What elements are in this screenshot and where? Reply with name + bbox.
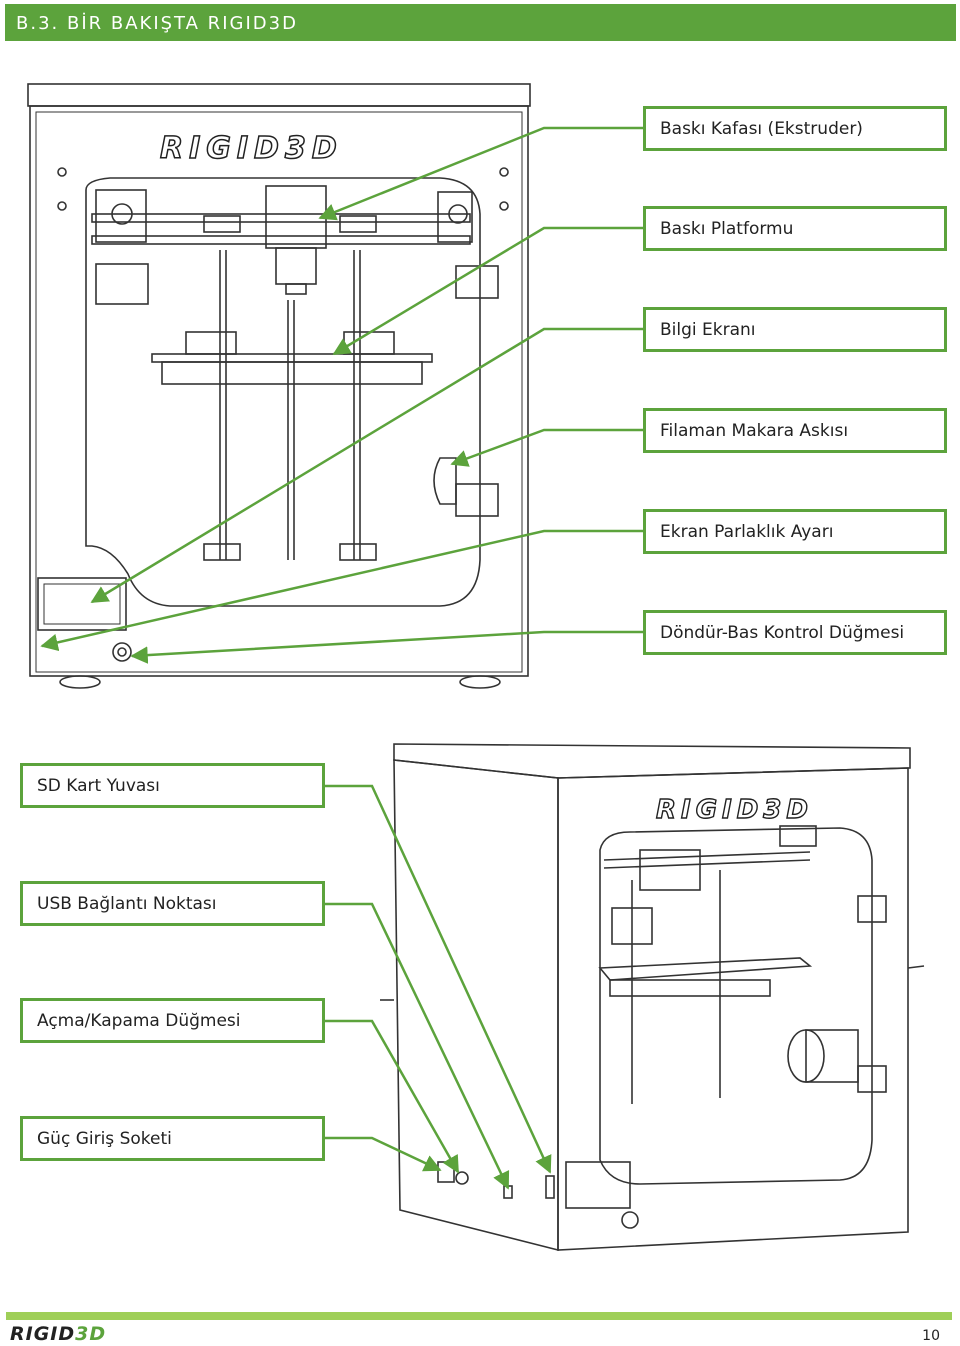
callout-label: Açma/Kapama Düğmesi (37, 1010, 241, 1031)
callout-power-switch: Açma/Kapama Düğmesi (20, 998, 325, 1043)
callout-label: Döndür-Bas Kontrol Düğmesi (660, 622, 905, 643)
callout-power-socket: Güç Giriş Soketi (20, 1116, 325, 1161)
callout-label: Bilgi Ekranı (660, 319, 756, 340)
page-number: 10 (922, 1328, 940, 1344)
footer-logo: RIGID3D (10, 1323, 106, 1344)
callout-label: Ekran Parlaklık Ayarı (660, 521, 834, 542)
svg-text:RIGID3D: RIGID3D (10, 1323, 106, 1344)
section-header: B.3. BİR BAKIŞTA RIGID3D (5, 4, 956, 41)
callout-label: USB Bağlantı Noktası (37, 893, 217, 914)
front-leader-lines (40, 126, 644, 664)
callout-screen-brightness: Ekran Parlaklık Ayarı (643, 509, 947, 554)
callout-label: SD Kart Yuvası (37, 775, 160, 796)
callout-label: Baskı Kafası (Ekstruder) (660, 118, 863, 139)
callout-build-platform: Baskı Platformu (643, 206, 947, 251)
callout-label: Baskı Platformu (660, 218, 794, 239)
footer-bar (6, 1312, 952, 1320)
svg-text:RIGID3D: RIGID3D (656, 795, 813, 825)
side-view-drawing: RIGID3D (380, 743, 925, 1252)
callout-filament-spool-holder: Filaman Makara Askısı (643, 408, 947, 453)
section-title: B.3. BİR BAKIŞTA RIGID3D (16, 13, 298, 34)
callout-control-knob: Döndür-Bas Kontrol Düğmesi (643, 610, 947, 655)
front-brand-logo: RIGID3D (160, 131, 343, 166)
callout-sd-card-slot: SD Kart Yuvası (20, 763, 325, 808)
front-view-drawing: RIGID3D (27, 83, 531, 689)
callout-label: Güç Giriş Soketi (37, 1128, 172, 1149)
callout-info-screen: Bilgi Ekranı (643, 307, 947, 352)
callout-extruder: Baskı Kafası (Ekstruder) (643, 106, 947, 151)
callout-label: Filaman Makara Askısı (660, 420, 849, 441)
side-leader-lines (324, 784, 552, 1190)
callout-usb-port: USB Bağlantı Noktası (20, 881, 325, 926)
